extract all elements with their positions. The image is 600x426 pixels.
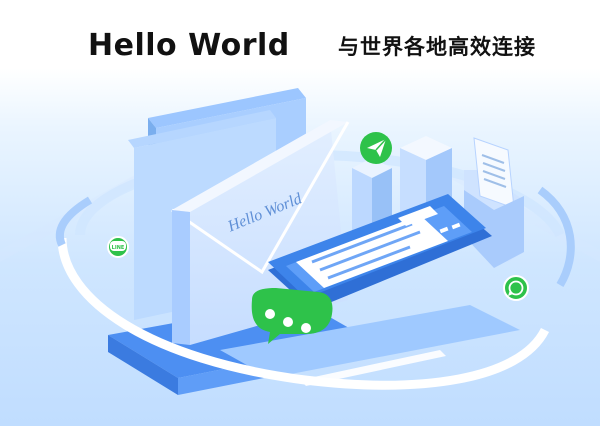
whatsapp-icon [503, 275, 529, 301]
line-app-icon: LINE [107, 236, 129, 258]
line-icon-label: LINE [112, 245, 125, 251]
header: Hello World 与世界各地高效连接 [0, 26, 600, 70]
phone-device [268, 194, 492, 310]
paper-plane-icon [360, 132, 392, 164]
orbit-ring-right [537, 186, 575, 288]
page-subtitle: 与世界各地高效连接 [338, 35, 536, 59]
floor-bar [300, 350, 446, 386]
orbit-ring-left [55, 196, 93, 247]
document-card [464, 137, 524, 268]
page-title: Hello World [88, 28, 290, 63]
chat-bubble-icon [251, 288, 333, 344]
